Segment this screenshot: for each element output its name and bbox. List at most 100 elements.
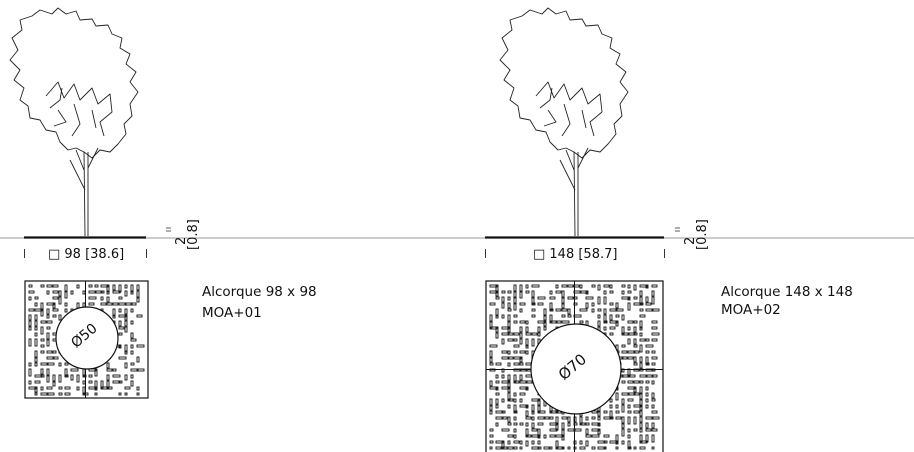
grate-slot [64,374,69,378]
grate-slot [507,350,511,355]
grate-slot [519,386,528,390]
grate-slot [597,428,601,435]
grate-slot [28,326,32,331]
grate-slot [501,440,505,449]
grate-slot [579,284,583,289]
grate-slot [58,386,63,390]
grate-slot [651,422,655,429]
grate-slot [627,440,631,449]
grate-slot [585,290,589,295]
grate-slot [609,290,614,294]
grate-slot [531,446,540,450]
grate-slot [609,308,618,312]
grate-slot [645,392,649,397]
grate-slot [513,302,517,311]
grate-slot [64,392,71,396]
grate-slot [501,338,505,345]
grate-slot [555,308,562,312]
grate-slot [621,404,625,413]
grate-slot [633,296,638,300]
grate-slot [34,332,38,337]
grate-slot [513,320,518,324]
grate-slot [100,290,105,294]
grate-slot [513,374,517,383]
grate-slot [585,440,589,447]
tree-elevation-2 [499,7,629,237]
grate-slot [100,302,107,306]
grate-slot [118,302,127,306]
grate-slot [579,416,583,425]
grate-slot [130,290,134,295]
grate-slot [549,320,558,324]
grate-slot [46,356,55,360]
grate-slot [501,374,505,379]
grate-slot [58,314,62,321]
grate-slot [639,344,643,353]
grate-slot [124,386,131,390]
grate-slot [615,410,620,414]
grate-slot [124,284,128,289]
grate-slot [543,308,547,317]
grate-slot [531,404,535,413]
product-code-2: MOA+02 [721,302,781,318]
grate-slot [513,356,522,360]
grate-slot [531,434,540,438]
grate-slot [501,410,506,414]
grate-slot [537,416,546,420]
grate-slot [627,284,631,289]
grate-slot [651,404,655,409]
grate-slot [130,332,134,339]
grate-slot [489,290,498,294]
grate-slot [513,290,517,299]
grate-slot [525,404,529,409]
grate-slot [651,284,658,288]
grate-slot [639,338,646,342]
grate-slot [34,320,38,327]
grate-slot [531,284,540,288]
grate-slot [651,416,660,420]
grate-slot [561,446,565,450]
grate-slot [130,302,137,306]
grate-slot [28,320,32,327]
grate-slot [591,302,595,307]
grate-slot [64,368,68,377]
grate-slot [34,296,39,300]
grate-slot [40,308,44,317]
grate-slot [633,386,637,393]
grate-slot [645,374,654,378]
grate-slot [627,326,631,331]
grate-slot [52,284,59,288]
grate-slot [621,428,625,437]
grate-slot [603,284,610,288]
grate-slot [28,314,32,321]
grate-slot [633,338,637,345]
grate-slot [40,320,47,324]
grate-slot [627,410,632,414]
product-name-1: Alcorque 98 x 98 [202,284,317,300]
grate-slot [645,422,649,429]
grate-slot [531,416,535,421]
grate-slot [519,332,523,339]
grate-slot [633,320,638,324]
grate-slot [46,290,50,295]
grate-slot [70,374,74,381]
grate-slot [651,380,655,385]
grate-slot [651,290,655,297]
grate-slot [633,350,640,354]
grate-slot [555,446,564,450]
grate-slot [525,326,529,333]
grate-slot [100,296,104,301]
grate-slot [495,332,499,339]
grate-slot [597,446,606,450]
dimension-tick-right-2 [664,249,665,258]
grate-slot [112,380,121,384]
grate-slot [561,422,565,431]
grate-slot [64,362,69,366]
grate-slot [549,302,553,311]
grate-slot [549,308,554,312]
grate-slot [52,290,59,294]
grate-slot [531,290,535,299]
grate-slot [621,290,625,295]
grate-slot [633,446,637,450]
grate-slot [40,392,49,396]
